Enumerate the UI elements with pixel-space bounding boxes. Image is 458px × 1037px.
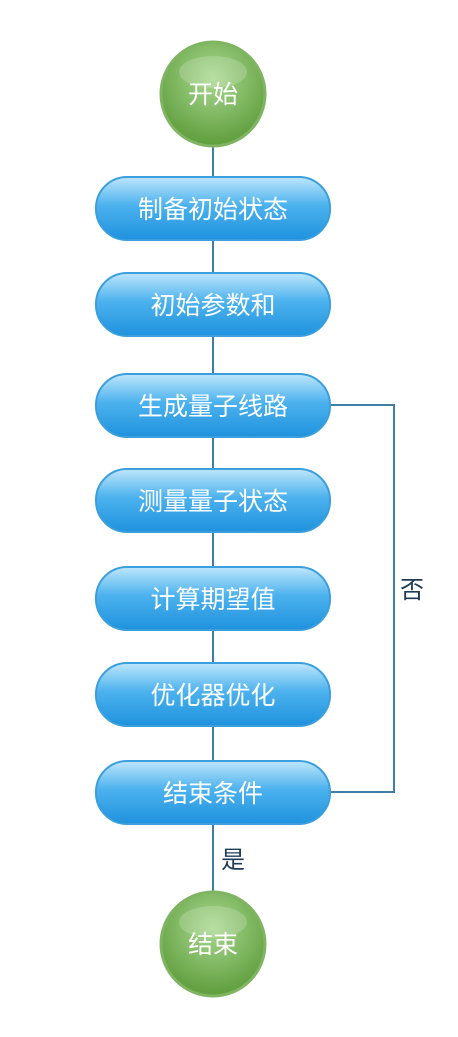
step-label: 计算期望值: [150, 585, 275, 614]
step-initial-parameters: 初始参数和: [95, 272, 331, 337]
step-label: 结束条件: [163, 779, 263, 808]
end-label: 结束: [188, 930, 238, 959]
step-label: 制备初始状态: [138, 195, 288, 224]
step-compute-expectation: 计算期望值: [95, 566, 331, 631]
feedback-loop-line: [330, 404, 395, 793]
step-label: 初始参数和: [150, 291, 275, 320]
step-optimizer: 优化器优化: [95, 662, 331, 727]
step-generate-quantum-circuit: 生成量子线路: [95, 373, 331, 438]
start-label: 开始: [188, 80, 238, 109]
step-prepare-initial-state: 制备初始状态: [95, 176, 331, 241]
step-end-condition: 结束条件: [95, 760, 331, 825]
step-measure-quantum-state: 测量量子状态: [95, 468, 331, 533]
step-label: 生成量子线路: [138, 392, 288, 421]
step-label: 优化器优化: [150, 681, 275, 710]
edge-label-yes: 是: [221, 846, 245, 874]
end-node: 结束: [159, 890, 267, 998]
start-node: 开始: [159, 40, 267, 148]
step-label: 测量量子状态: [138, 487, 288, 516]
edge-label-no: 否: [400, 576, 424, 604]
